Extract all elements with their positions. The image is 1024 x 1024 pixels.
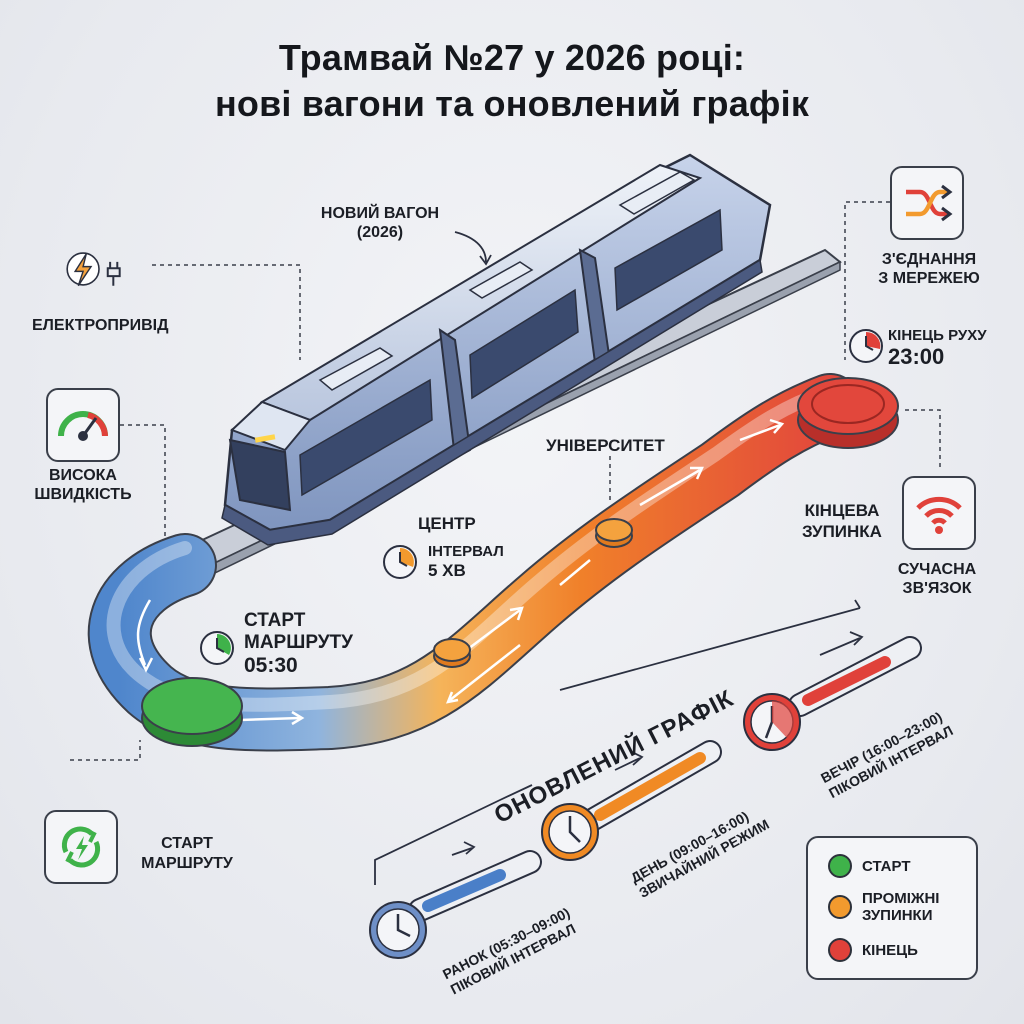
page-title-line2: нові вагони та оновлений графік	[214, 83, 810, 124]
stop-university	[595, 518, 633, 548]
clock-morning-icon	[369, 901, 427, 959]
eco-energy-icon	[44, 810, 118, 884]
legend: Старт Проміжні зупинки Кінець	[806, 836, 978, 980]
schedule-bar-day	[594, 752, 706, 821]
legend-item-end: Кінець	[828, 938, 918, 962]
page-title-line1: Трамвай №27 у 2026 році:	[278, 37, 746, 78]
legend-item-middle: Проміжні зупинки	[828, 890, 939, 924]
feature-speed-label: Висока швидкість	[34, 467, 132, 503]
lightning-plug-icon	[64, 234, 152, 296]
legend-dot-middle	[828, 895, 852, 919]
tram-illustration	[221, 153, 772, 546]
wifi-icon	[902, 476, 976, 550]
clock-evening-icon	[743, 693, 801, 751]
schedule-graphic	[369, 599, 922, 959]
speedometer-icon	[46, 388, 120, 462]
leader-lines	[70, 201, 941, 761]
legend-dot-end	[828, 938, 852, 962]
start-top-label: Старт маршруту 05:30	[244, 610, 353, 677]
tram-label: Новий вагон (2026)	[320, 205, 440, 241]
end-of-service-label: Кінець руху 23:00	[888, 327, 987, 369]
clock-end-icon	[849, 329, 883, 363]
schedule-bar-morning	[422, 869, 506, 912]
legend-dot-start	[828, 854, 852, 878]
shuffle-arrows-icon	[890, 166, 964, 240]
start-bottom-label: Старт маршруту	[141, 835, 233, 872]
terminal-stop-label: Кінцева зупинка	[802, 501, 882, 541]
clock-day-icon	[541, 803, 599, 861]
legend-item-start: Старт	[828, 854, 910, 878]
schedule-bar-evening	[802, 656, 891, 706]
stop-terminal	[797, 377, 899, 449]
stop-start	[141, 677, 243, 747]
route-track	[87, 373, 862, 752]
tram-pointer	[454, 231, 487, 263]
center-interval-label: Інтервал 5 хв	[428, 543, 504, 580]
feature-electric-label: Електропривід	[32, 317, 169, 334]
stop-center	[433, 638, 471, 668]
feature-connectivity-label: Сучасна зв'язок	[897, 561, 977, 597]
center-stop-label: Центр	[418, 514, 476, 533]
feature-network-label: З'єднання з мережею	[878, 251, 980, 287]
clock-interval-icon	[383, 545, 417, 579]
clock-start-icon	[200, 631, 234, 665]
university-stop-label: Університет	[546, 436, 665, 455]
